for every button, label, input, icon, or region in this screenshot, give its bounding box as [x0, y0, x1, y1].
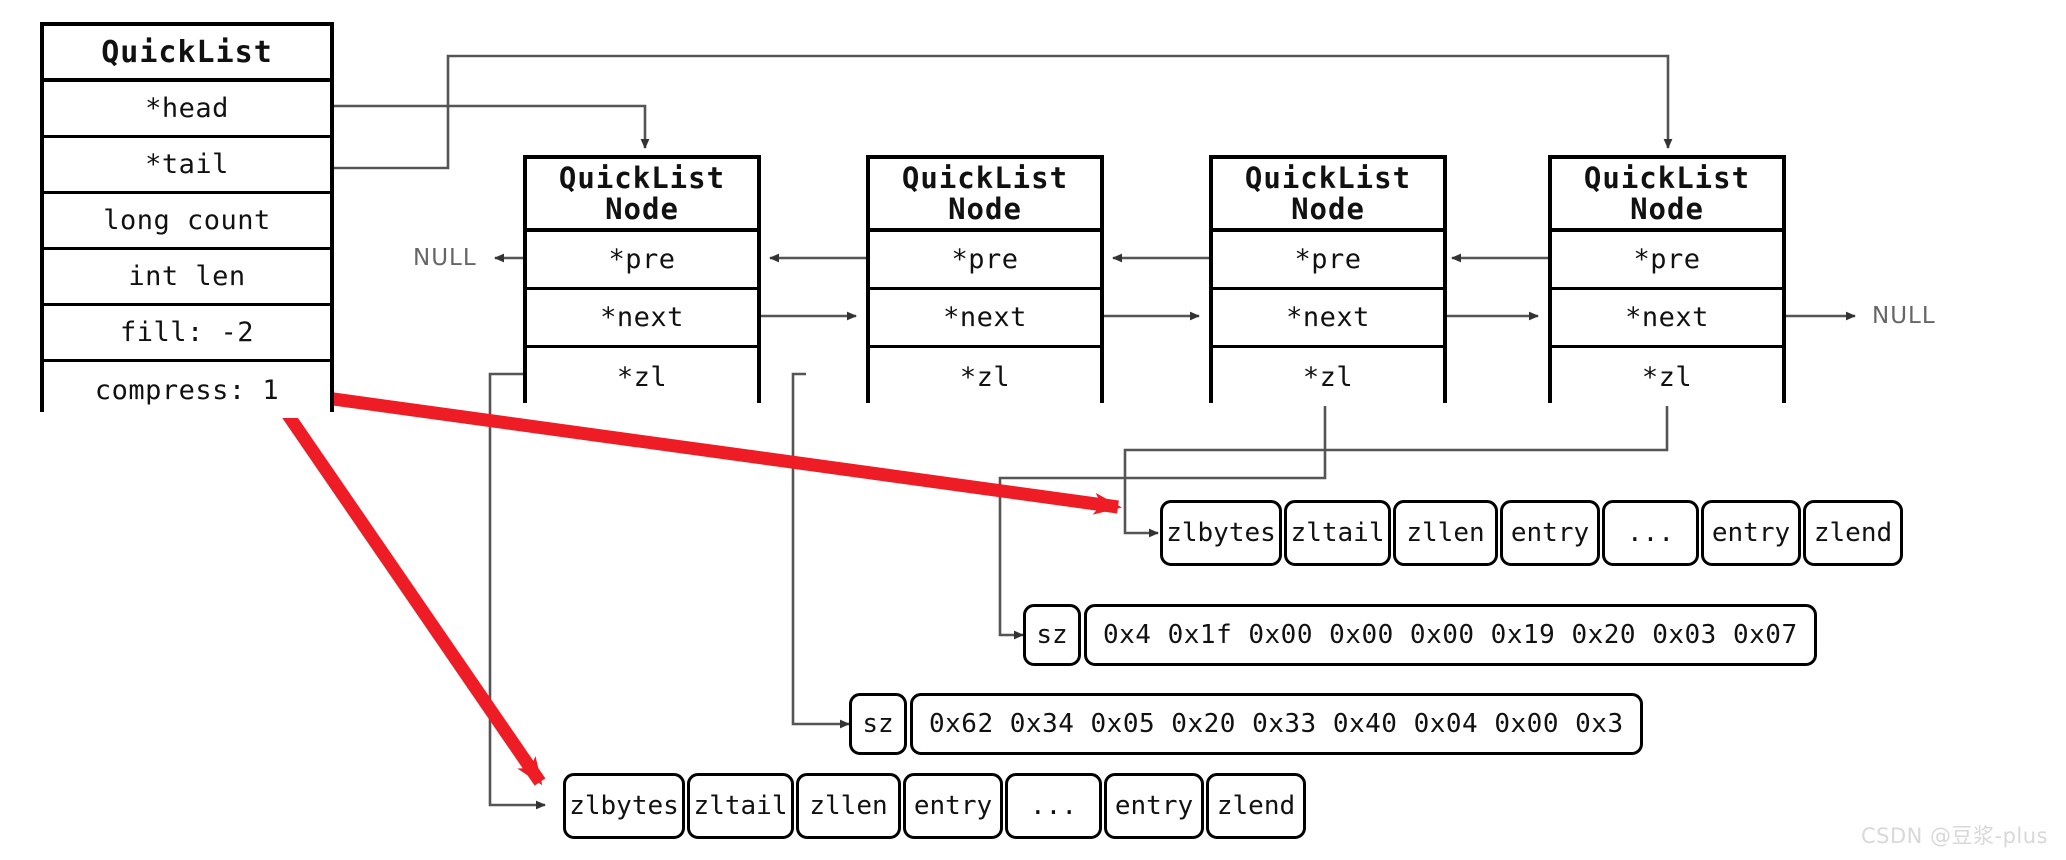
ziplist-2-cell-zlend: zlend [1206, 773, 1306, 839]
ziplist-1: zlbytes zltail zllen entry ... entry zle… [1160, 500, 1903, 566]
sz-row-2-label: sz [849, 693, 907, 755]
node-1-field-zl: *zl [527, 348, 757, 406]
wire-tail-to-node4 [334, 54, 1673, 170]
ziplist-1-cell-entry-1: entry [1500, 500, 1600, 566]
wire-head-to-node1 [334, 104, 650, 149]
quicklist-field-compress: compress: 1 [44, 362, 330, 418]
quicklist-field-fill: fill: -2 [44, 306, 330, 362]
ziplist-1-cell-zlend: zlend [1803, 500, 1903, 566]
quicklist-field-tail: *tail [44, 138, 330, 194]
sz-row-1-label: sz [1023, 604, 1081, 666]
node-3-field-pre: *pre [1213, 232, 1443, 290]
quicklist-field-len: int len [44, 250, 330, 306]
node-4-field-next: *next [1552, 290, 1782, 348]
node-4-field-pre: *pre [1552, 232, 1782, 290]
sz-row-2: sz 0x62 0x34 0x05 0x20 0x33 0x40 0x04 0x… [849, 693, 1643, 755]
node-2-header-line1: QuickList [901, 161, 1069, 196]
quicklist-node-4: QuickList Node *pre *next *zl [1548, 155, 1786, 406]
node-3-header-line2: Node [1291, 191, 1365, 226]
node-1-header: QuickList Node [527, 159, 757, 232]
node-1-field-next: *next [527, 290, 757, 348]
csdn-watermark: CSDN @豆浆-plus [1860, 824, 2048, 848]
quicklist-field-count: long count [44, 194, 330, 250]
ziplist-2-cell-zllen: zllen [796, 773, 901, 839]
node-3-field-zl: *zl [1213, 348, 1443, 406]
node-2-field-next: *next [870, 290, 1100, 348]
wire-node2-zl-sz2 [791, 372, 850, 729]
ziplist-2-cell-zlbytes: zlbytes [563, 773, 685, 839]
node-4-header-line1: QuickList [1583, 161, 1751, 196]
node-3-header-line1: QuickList [1244, 161, 1412, 196]
ziplist-2-cell-entry-2: entry [1104, 773, 1204, 839]
node-1-header-line2: Node [605, 191, 679, 226]
ziplist-1-cell-zllen: zllen [1393, 500, 1498, 566]
node-4-field-zl: *zl [1552, 348, 1782, 406]
node-2-field-pre: *pre [870, 232, 1100, 290]
ziplist-2-cell-entry-1: entry [903, 773, 1003, 839]
wire-node1-zl-ziplist2 [488, 372, 546, 810]
sz-row-1-bytes: 0x4 0x1f 0x00 0x00 0x00 0x19 0x20 0x03 0… [1084, 604, 1817, 666]
ziplist-2-cell-ellipsis: ... [1005, 773, 1102, 839]
node-3-header: QuickList Node [1213, 159, 1443, 232]
node-3-field-next: *next [1213, 290, 1443, 348]
quicklist-node-1: QuickList Node *pre *next *zl [523, 155, 761, 406]
ziplist-2: zlbytes zltail zllen entry ... entry zle… [563, 773, 1306, 839]
null-label-left: NULL [413, 245, 477, 271]
node-1-field-pre: *pre [527, 232, 757, 290]
node-2-header: QuickList Node [870, 159, 1100, 232]
ziplist-1-cell-zltail: zltail [1284, 500, 1391, 566]
ziplist-1-cell-entry-2: entry [1701, 500, 1801, 566]
highlight-arrow-to-ziplist1 [289, 386, 1122, 515]
quicklist-header: QuickList [44, 26, 330, 82]
highlight-arrow-to-ziplist2 [280, 408, 546, 786]
quicklist-node-2: QuickList Node *pre *next *zl [866, 155, 1104, 406]
node-1-header-line1: QuickList [558, 161, 726, 196]
node-2-header-line2: Node [948, 191, 1022, 226]
quicklist-field-head: *head [44, 82, 330, 138]
node-4-header: QuickList Node [1552, 159, 1782, 232]
node-4-header-line2: Node [1630, 191, 1704, 226]
node-2-field-zl: *zl [870, 348, 1100, 406]
ziplist-2-cell-zltail: zltail [687, 773, 794, 839]
ziplist-1-cell-zlbytes: zlbytes [1160, 500, 1282, 566]
sz-row-1: sz 0x4 0x1f 0x00 0x00 0x00 0x19 0x20 0x0… [1023, 604, 1817, 666]
quicklist-struct: QuickList *head *tail long count int len… [40, 22, 334, 418]
null-label-right: NULL [1872, 303, 1936, 329]
ziplist-1-cell-ellipsis: ... [1602, 500, 1699, 566]
quicklist-node-3: QuickList Node *pre *next *zl [1209, 155, 1447, 406]
sz-row-2-bytes: 0x62 0x34 0x05 0x20 0x33 0x40 0x04 0x00 … [910, 693, 1643, 755]
